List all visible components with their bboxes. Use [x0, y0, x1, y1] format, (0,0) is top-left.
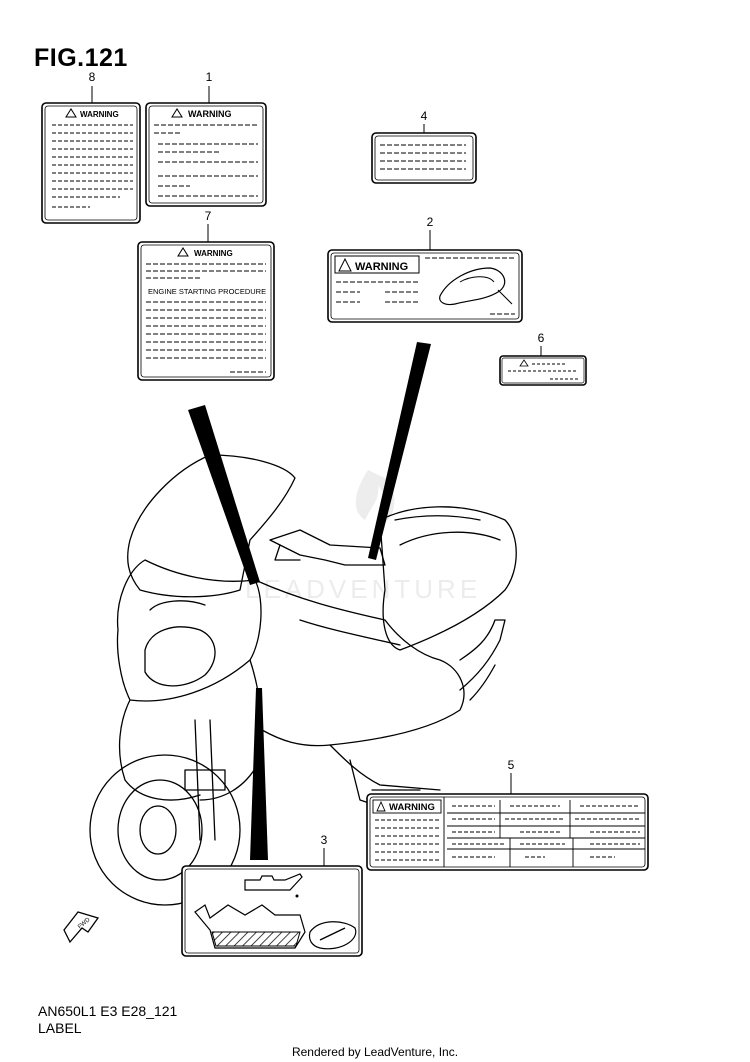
- section-name: LABEL: [38, 1020, 82, 1036]
- callout-1: 1: [205, 70, 213, 84]
- label-5-warning[interactable]: WARNING: [366, 793, 649, 871]
- callout-5: 5: [507, 758, 515, 772]
- label-7-warning-text: WARNING: [194, 249, 233, 258]
- label-8-warning[interactable]: WARNING: [41, 102, 141, 224]
- label-8-warning-text: WARNING: [80, 110, 119, 119]
- callout-2: 2: [426, 215, 434, 229]
- pointer-arrows: [188, 342, 431, 860]
- label-2-warning-text: WARNING: [355, 261, 408, 273]
- label-2-warning[interactable]: WARNING: [327, 249, 523, 323]
- label-4[interactable]: [371, 132, 477, 184]
- leadventure-watermark: LEADVENTURE: [245, 470, 481, 604]
- label-1-warning[interactable]: WARNING: [145, 102, 267, 207]
- callout-6: 6: [537, 331, 545, 345]
- label-1-warning-text: WARNING: [188, 109, 232, 119]
- footer-credit: Rendered by LeadVenture, Inc.: [291, 1045, 459, 1059]
- callout-4: 4: [420, 109, 428, 123]
- scooter-outline: [89, 454, 517, 906]
- label-5-warning-text: WARNING: [389, 802, 435, 813]
- label-6[interactable]: [499, 355, 587, 386]
- label-7-engine-starting[interactable]: WARNING ENGINE STARTING PROCEDURE: [137, 241, 275, 381]
- figure-code: AN650L1 E3 E28_121: [38, 1003, 178, 1019]
- label-3-oil[interactable]: [181, 865, 363, 957]
- callout-leaders: [91, 86, 542, 866]
- engine-starting-procedure-text: ENGINE STARTING PROCEDURE: [148, 287, 266, 296]
- figure-title: FIG.121: [34, 44, 128, 72]
- callout-8: 8: [88, 70, 96, 84]
- watermark-text: LEADVENTURE: [245, 574, 481, 604]
- fwd-arrow-icon: FWD: [63, 911, 100, 944]
- callout-3: 3: [320, 833, 328, 847]
- callout-7: 7: [204, 209, 212, 223]
- oil-can-icon: [244, 873, 303, 891]
